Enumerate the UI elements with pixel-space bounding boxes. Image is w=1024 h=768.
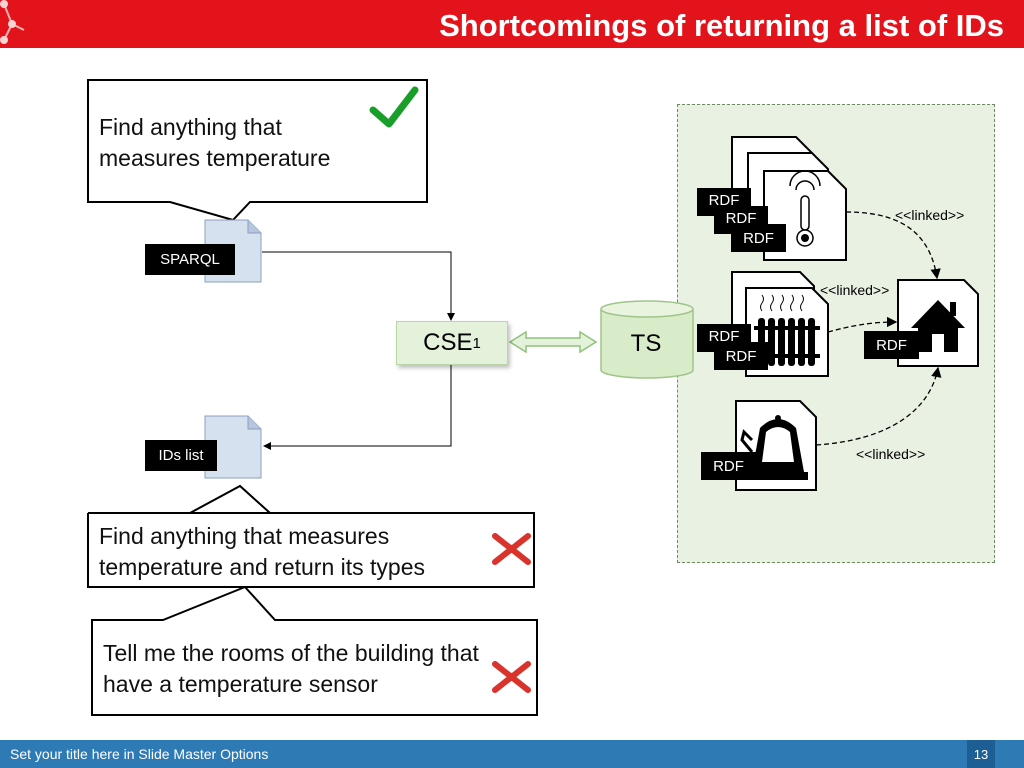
linked-label: <<linked>> [895,207,965,223]
callout-top-line1: Find anything that [99,114,282,140]
check-mark-icon [369,86,419,128]
slide-title: Shortcomings of returning a list of IDs [439,8,1004,43]
ts-label: TS [630,330,662,357]
footer-bar [0,740,1024,768]
rdf-label: RDF [701,452,756,480]
callout-bottom-line2: have a temperature sensor [103,671,378,697]
linked-label: <<linked>> [820,282,890,298]
rdf-label: RDF [731,224,786,252]
linked-connector-kettle-house [815,366,942,446]
cse-label: CSE [423,329,473,356]
cross-mark-icon-middle [492,533,531,565]
callout-middle-line1: Find anything that measures [99,523,390,549]
linked-label: <<linked>> [856,446,926,462]
page-number: 13 [967,740,995,768]
callout-middle-shape [87,484,535,588]
rdf-label: RDF [864,331,919,359]
callout-top-shape [87,79,428,222]
linked-connector-radiator-house [827,316,898,333]
header-bar [0,0,1024,48]
rdf-label: RDF [714,342,768,370]
cse-ts-double-arrow [508,330,598,354]
linked-connector-sensor-house [845,211,941,280]
callout-bottom-text: Tell me the rooms of the building that h… [103,638,479,700]
ids-list-document-icon [204,415,262,479]
cse-subscript: 1 [472,334,481,352]
callout-bottom-shape [91,585,538,716]
callout-top-text: Find anything that measures temperature [99,112,330,174]
sparql-label: SPARQL [145,244,235,275]
molecule-logo-icon [0,0,25,44]
ids-list-label: IDs list [145,440,217,471]
ts-database-icon [600,300,694,379]
cse-to-ids-connector [263,364,452,450]
footer-text: Set your title here in Slide Master Opti… [10,746,269,762]
callout-bottom-line1: Tell me the rooms of the building that [103,640,479,666]
callout-middle-line2: temperature and return its types [99,554,425,580]
cross-mark-icon-bottom [492,661,531,693]
rdf-label: RDF [697,324,751,352]
callout-middle-text: Find anything that measures temperature … [99,521,425,583]
callout-top-line2: measures temperature [99,145,331,171]
sparql-to-cse-connector [262,251,455,321]
